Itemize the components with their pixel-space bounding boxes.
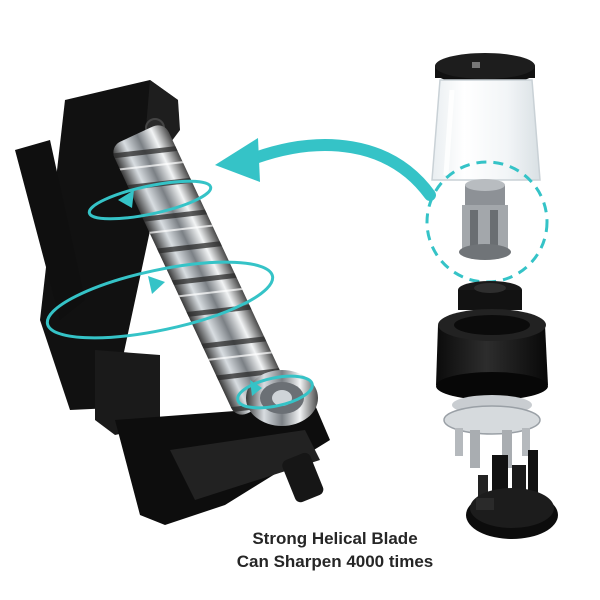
caption-line-2: Can Sharpen 4000 times xyxy=(236,552,434,571)
sharpener-core xyxy=(459,179,511,260)
gear-assembly xyxy=(443,395,541,468)
transparent-container xyxy=(431,79,541,181)
base-plate xyxy=(466,450,558,539)
motor-housing xyxy=(436,281,548,400)
rotation-ring-icon xyxy=(45,179,314,410)
sharpener-lid xyxy=(435,53,535,85)
shaft xyxy=(282,452,324,503)
caption-line-1: Strong Helical Blade xyxy=(252,529,418,548)
gear-end xyxy=(246,370,318,426)
curved-arrow-icon xyxy=(215,138,436,201)
rotation-arrowhead-icon xyxy=(118,190,262,396)
